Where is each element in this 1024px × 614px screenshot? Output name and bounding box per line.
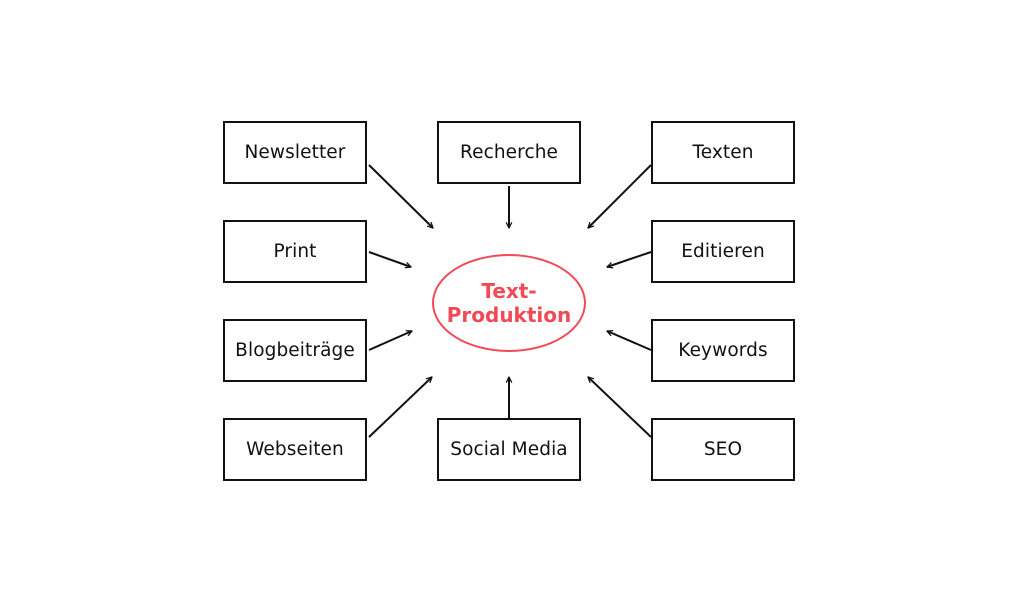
node-texten: Texten — [651, 121, 795, 184]
node-print-label: Print — [273, 241, 317, 262]
node-social-media: Social Media — [437, 418, 581, 481]
node-blogbeitraege-label: Blogbeiträge — [235, 340, 355, 361]
arrow-newsletter — [368, 164, 433, 228]
arrow-blogbeitraege — [368, 331, 412, 351]
node-newsletter-label: Newsletter — [244, 142, 346, 163]
node-blogbeitraege: Blogbeiträge — [223, 319, 367, 382]
node-seo-label: SEO — [703, 439, 743, 460]
node-social-media-label: Social Media — [450, 439, 568, 460]
center-node-line2: Produktion — [446, 303, 572, 327]
center-node-line1: Text- — [481, 279, 537, 303]
arrow-texten — [588, 164, 652, 228]
arrow-print — [368, 251, 411, 267]
arrow-seo — [588, 377, 652, 438]
node-recherche-label: Recherche — [459, 142, 559, 163]
node-recherche: Recherche — [437, 121, 581, 184]
node-keywords-label: Keywords — [678, 340, 768, 361]
arrow-webseiten — [368, 377, 432, 438]
arrow-keywords — [607, 331, 652, 351]
node-webseiten-label: Webseiten — [246, 439, 344, 460]
node-editieren: Editieren — [651, 220, 795, 283]
arrow-editieren — [607, 251, 652, 267]
center-node-text-produktion: Text- Produktion — [432, 254, 586, 352]
node-keywords: Keywords — [651, 319, 795, 382]
node-webseiten: Webseiten — [223, 418, 367, 481]
node-seo: SEO — [651, 418, 795, 481]
node-editieren-label: Editieren — [681, 241, 765, 262]
node-newsletter: Newsletter — [223, 121, 367, 184]
node-texten-label: Texten — [692, 142, 754, 163]
node-print: Print — [223, 220, 367, 283]
